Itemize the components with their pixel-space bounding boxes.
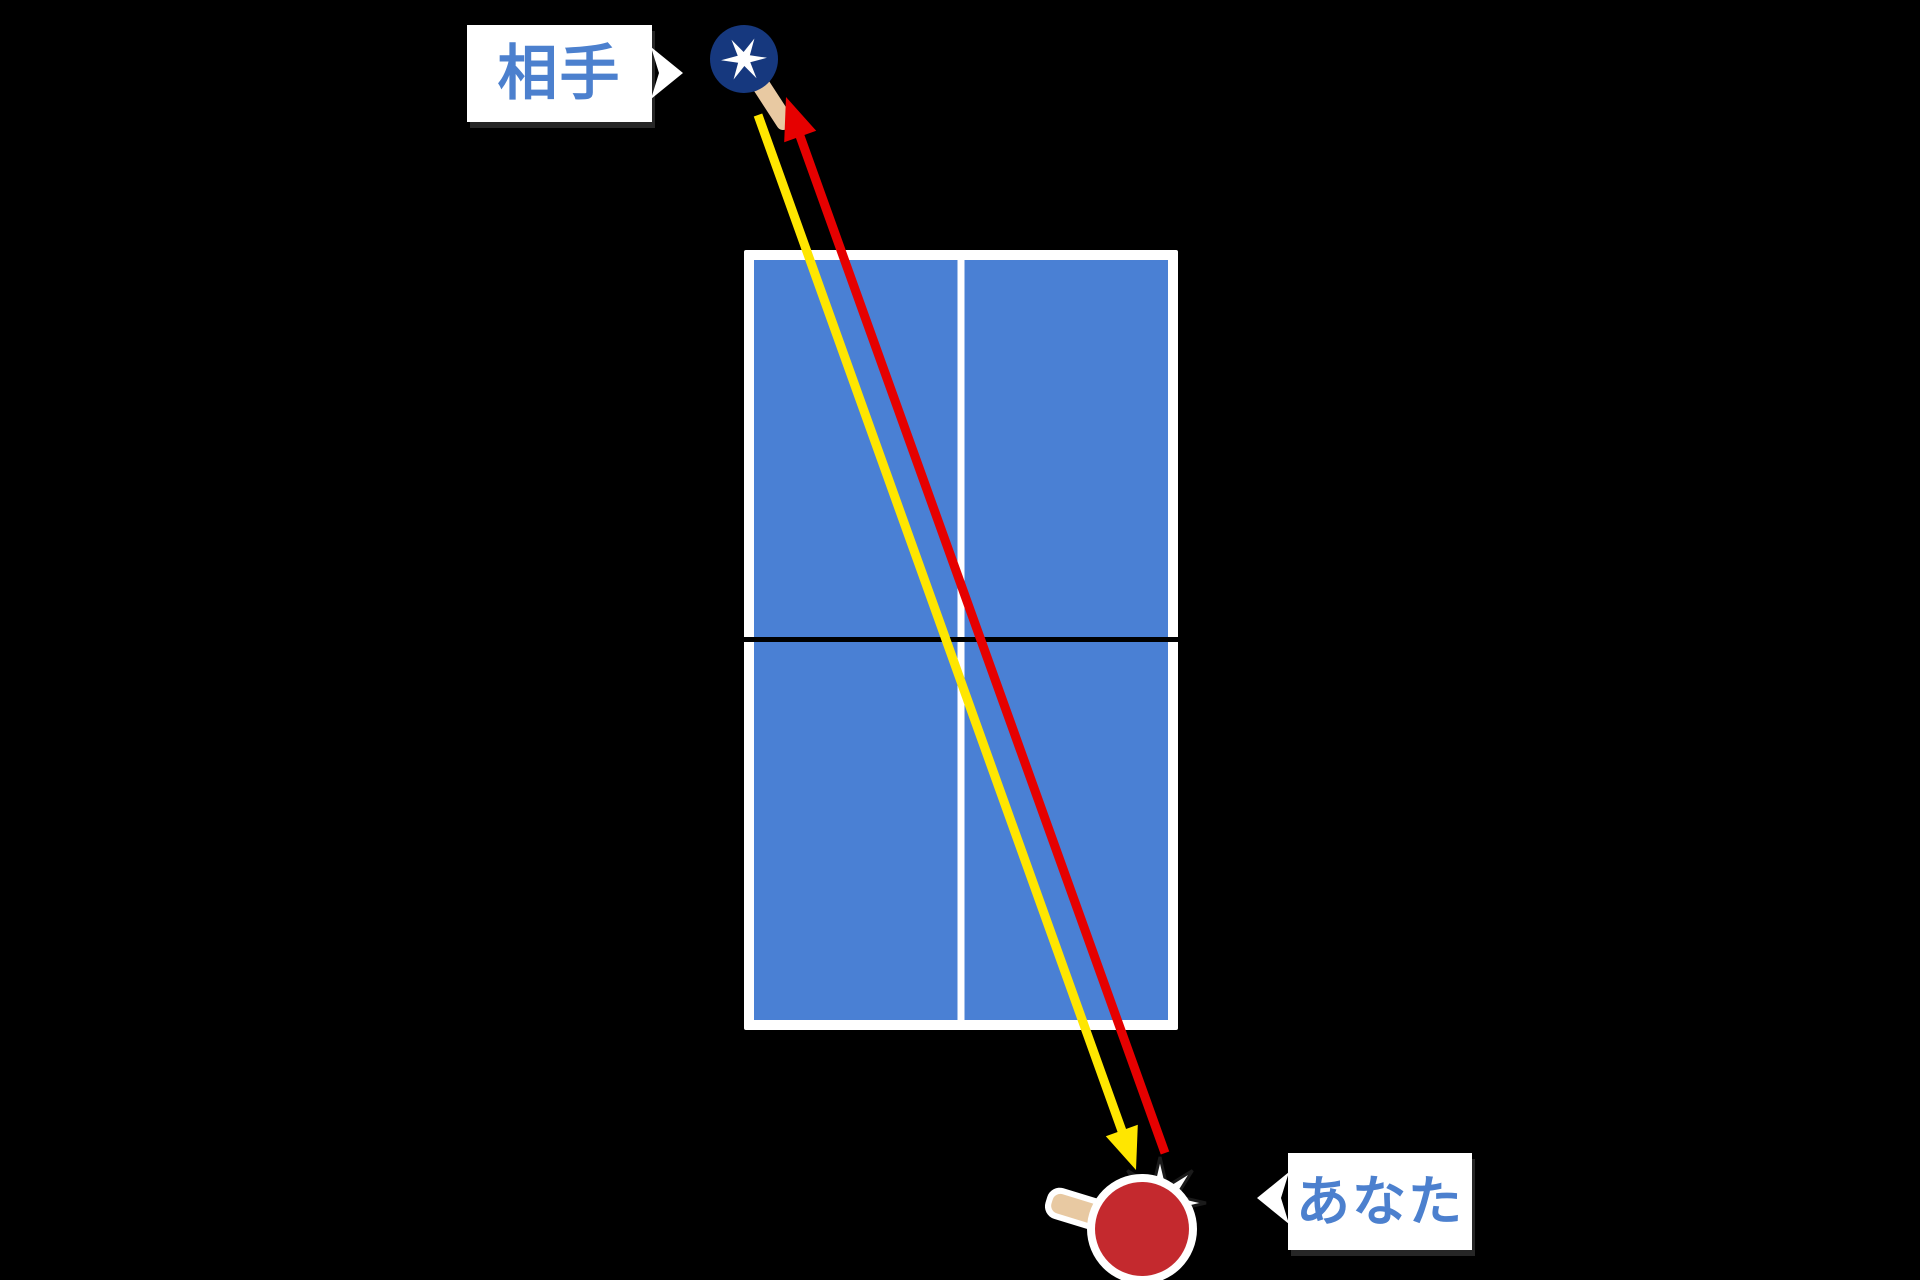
player-shot-arrowhead-icon xyxy=(784,97,817,143)
player-label: あなた xyxy=(1296,1171,1464,1232)
opponent-label: 相手 xyxy=(497,39,622,107)
opponent-shot-arrow-line xyxy=(753,113,1127,1133)
table-net-line xyxy=(728,637,1190,642)
table xyxy=(728,250,1190,1030)
player-bubble-tail-icon xyxy=(1257,1172,1289,1224)
opponent-paddle-handle xyxy=(752,76,794,130)
opponent-label-bubble: 相手 xyxy=(467,25,683,122)
player-shot-arrow-line xyxy=(795,134,1170,1155)
opponent-shot-arrow xyxy=(753,113,1138,1170)
player-paddle-blade xyxy=(1095,1182,1189,1276)
player-shot-arrow xyxy=(784,97,1170,1155)
opponent-paddle-icon xyxy=(710,24,794,130)
star-icon xyxy=(721,38,767,80)
opponent-bubble-tail-icon xyxy=(651,47,683,99)
player-paddle-icon xyxy=(1044,1156,1207,1280)
player-label-bubble: あなた xyxy=(1257,1153,1472,1250)
opponent-shot-arrowhead-icon xyxy=(1105,1124,1138,1170)
